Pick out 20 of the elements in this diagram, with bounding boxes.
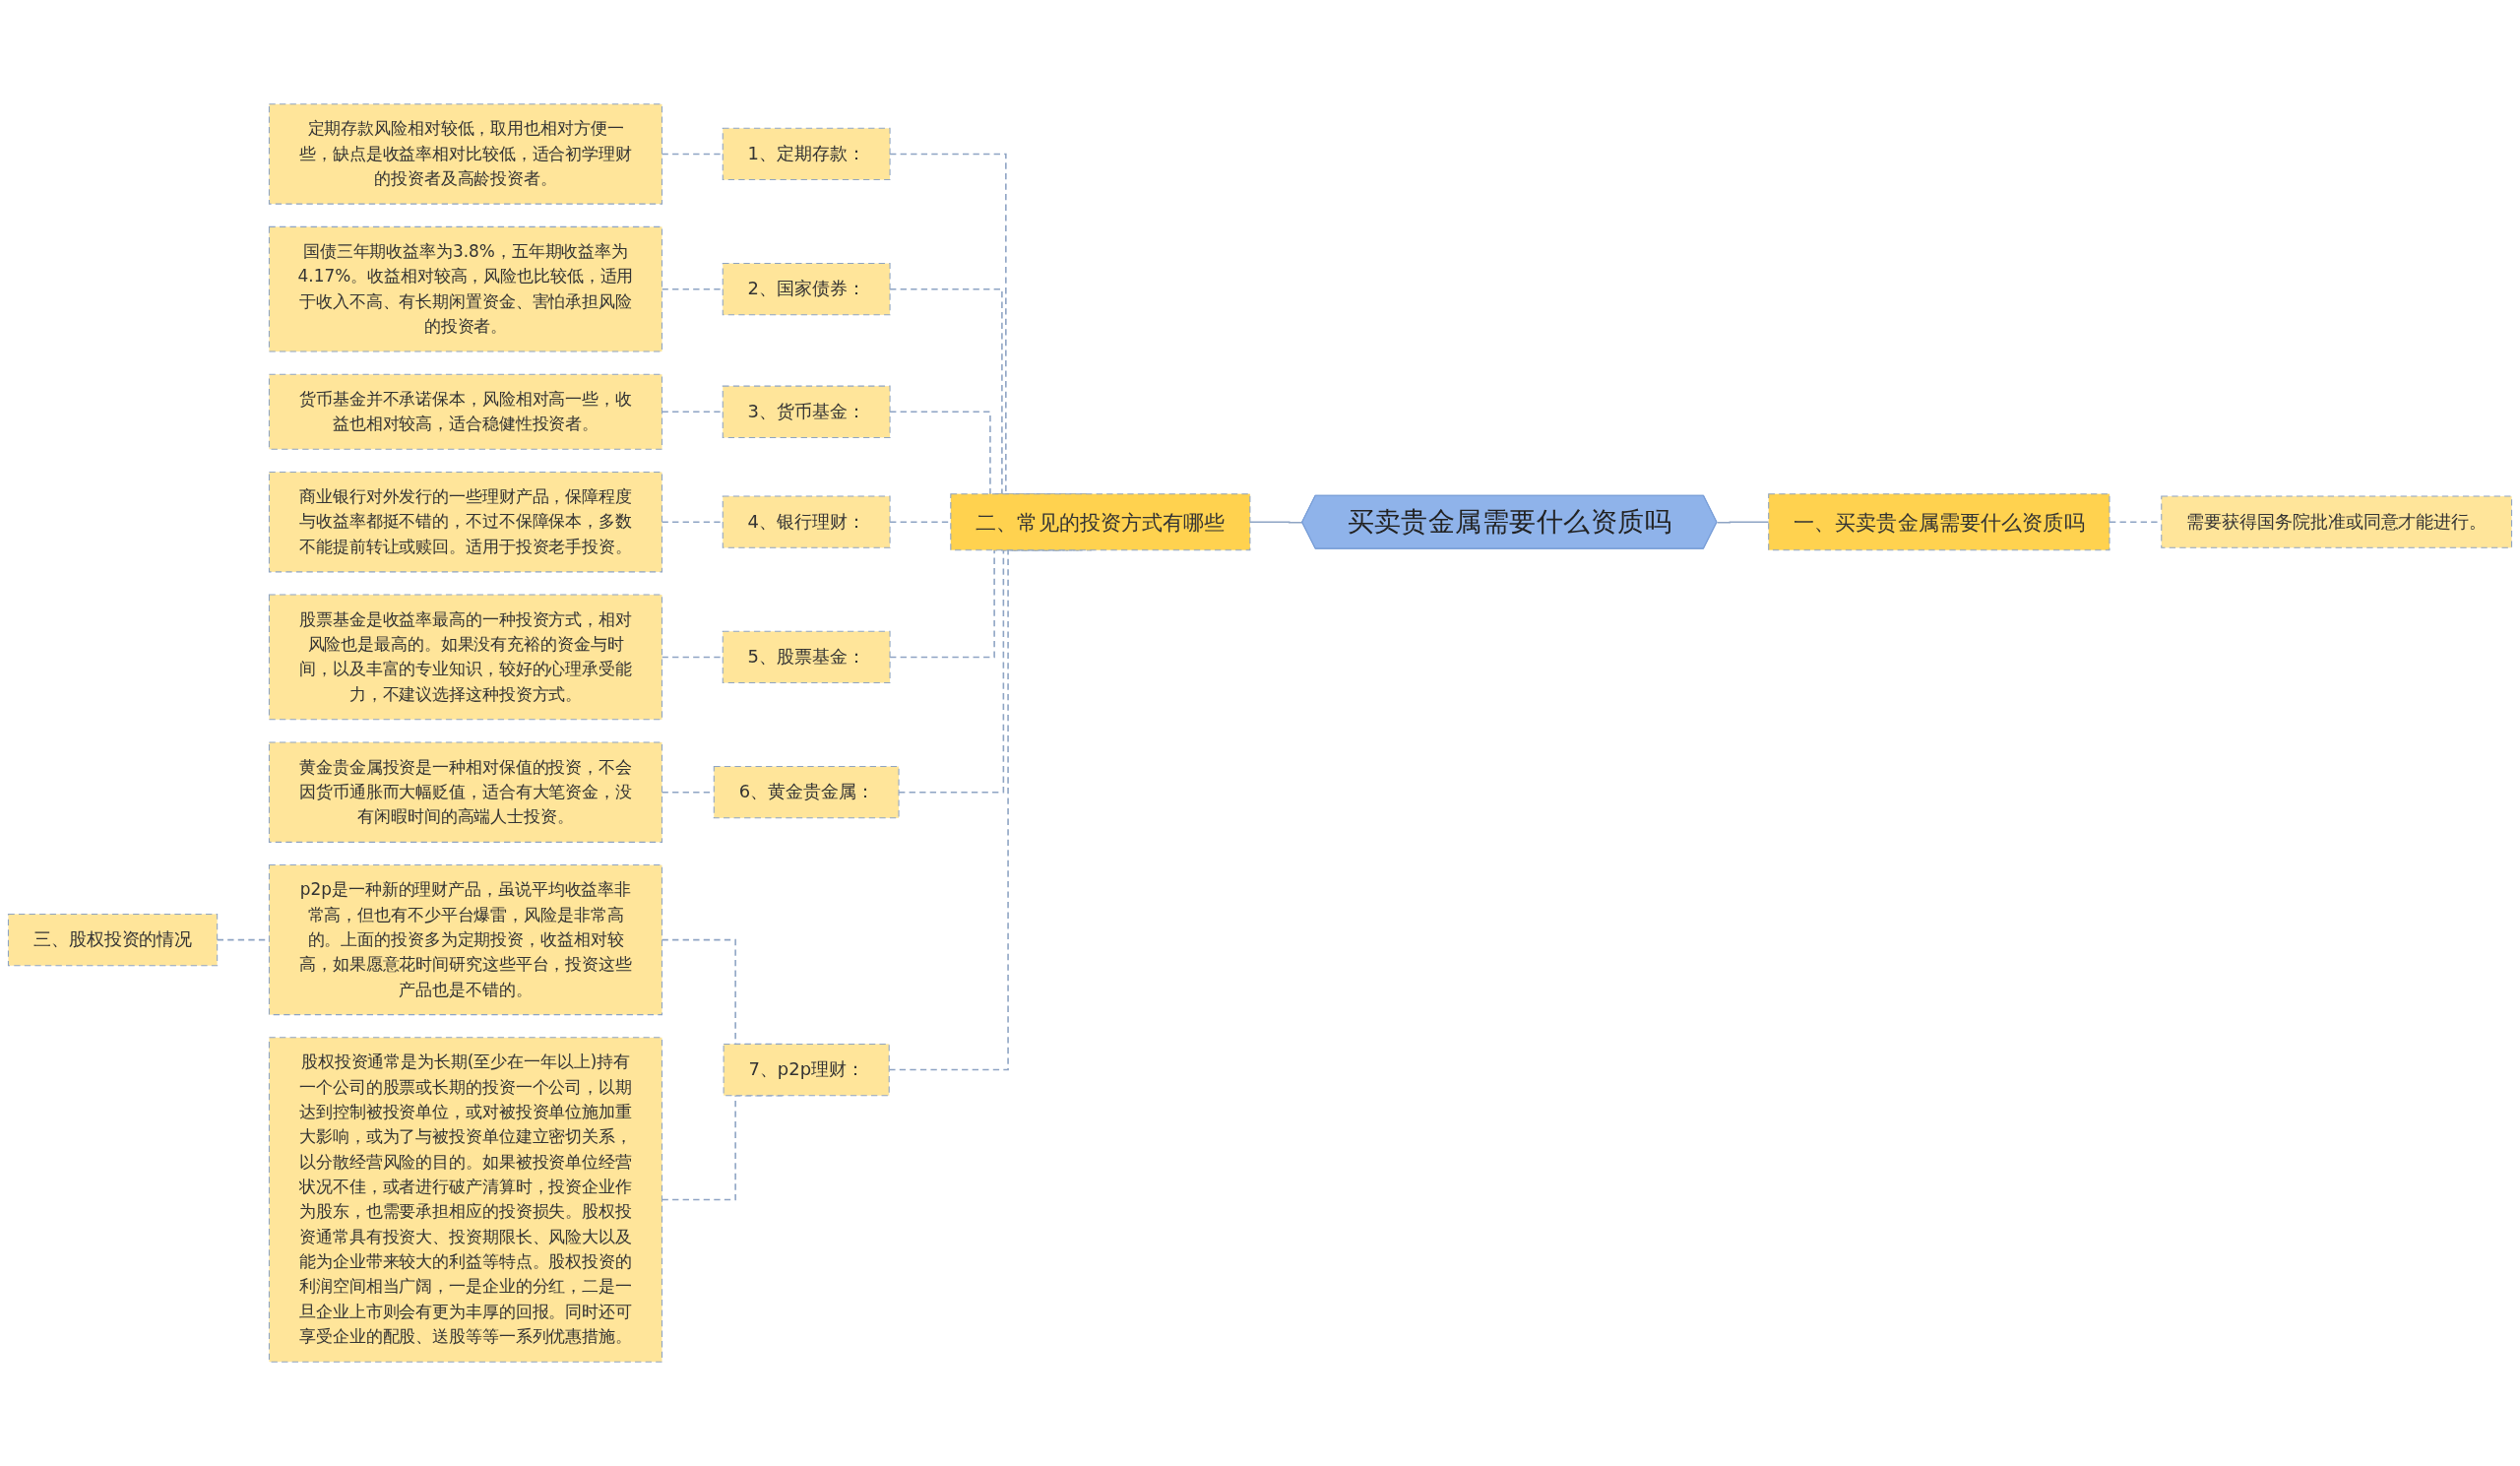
node-box: 3、货币基金： <box>722 385 891 438</box>
node-box: 5、股票基金： <box>722 630 891 684</box>
node-box: p2p是一种新的理财产品，虽说平均收益率非常高，但也有不少平台爆雷，风险是非常高的。上面的投资多为定期投资，收益相对较高，如果愿意花时间研究这些平台，投资这些产品也是不错的。 <box>268 864 663 1016</box>
connector <box>1249 521 1303 524</box>
node-box: 货币基金并不承诺保本，风险相对高一些，收益也相对较高，适合稳健性投资者。 <box>268 373 663 450</box>
node-box: 二、常见的投资方式有哪些 <box>950 493 1251 551</box>
node-box: 6、黄金贵金属： <box>713 766 900 819</box>
node-box: 股权投资通常是为长期(至少在一年以上)持有一个公司的股票或长期的投资一个公司，以期达到控制被投资单位，或对被投资单位施加重大影响，或为了与被投资单位建立密切关系，以分散经营风险的目的。如果被投资单位经营状况不佳，或者进行破产清算时，投资企业作为股东，也需要承担相应的投资损失。股权投资通常具有投资大、投资期限长、风险大以及能为企业带来较大的利益等特点。股权投资的利润空间相当广阔，一是企业的分红，二是一旦企业上市则会有更为丰厚的回报。同时还可享受企业的配股、送股等等一系列优惠措施。 <box>268 1037 663 1363</box>
node-box: 7、p2p理财： <box>723 1043 890 1097</box>
node-box: 三、股权投资的情况 <box>7 913 219 967</box>
node-box: 一、买卖贵金属需要什么资质吗 <box>1768 493 2110 551</box>
node-box: 商业银行对外发行的一些理财产品，保障程度与收益率都挺不错的，不过不保障保本，多数不能提前转让或赎回。适用于投资老手投资。 <box>268 472 663 573</box>
node-box: 4、银行理财： <box>722 495 891 548</box>
node-box: 黄金贵金属投资是一种相对保值的投资，不会因货币通胀而大幅贬值，适合有大笔资金，没有闲暇时间的高端人士投资。 <box>268 741 663 843</box>
node-box: 1、定期存款： <box>722 127 891 181</box>
node-box: 国债三年期收益率为3.8%，五年期收益率为4.17%。收益相对较高，风险也比较低，适用于收入不高、有长期闲置资金、害怕承担风险的投资者。 <box>268 225 663 352</box>
node-box: 定期存款风险相对较低，取用也相对方便一些，缺点是收益率相对比较低，适合初学理财的投资者及高龄投资者。 <box>268 103 663 205</box>
node-box: 2、国家债券： <box>722 263 891 316</box>
node-box: 需要获得国务院批准或同意才能进行。 <box>2161 495 2513 548</box>
node-box: 股票基金是收益率最高的一种投资方式，相对风险也是最高的。如果没有充裕的资金与时间，以及丰富的专业知识，较好的心理承受能力，不建议选择这种投资方式。 <box>268 594 663 721</box>
